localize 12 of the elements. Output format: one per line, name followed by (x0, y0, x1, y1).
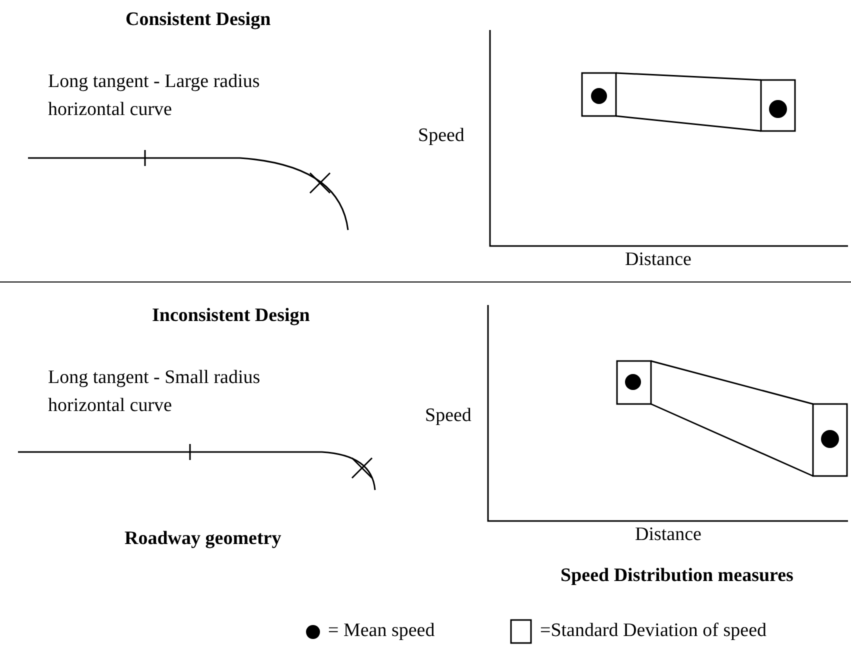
axis-label: Distance (635, 523, 702, 547)
legend-text: = Mean speed (328, 619, 435, 643)
caption: Roadway geometry (124, 527, 282, 551)
axis-label: Distance (625, 248, 692, 272)
road-description: Long tangent - Large radius horizontal curve (48, 70, 261, 122)
road-description: Long tangent - Small radius horizontal curve (48, 366, 262, 418)
legend-text: =Standard Deviation of speed (540, 619, 767, 643)
axis-label: Speed (418, 124, 464, 148)
heading: Consistent Design (126, 8, 271, 32)
caption: Speed Distribution measures (560, 564, 794, 588)
axis-label: Speed (425, 404, 472, 428)
heading: Inconsistent Design (152, 304, 310, 328)
